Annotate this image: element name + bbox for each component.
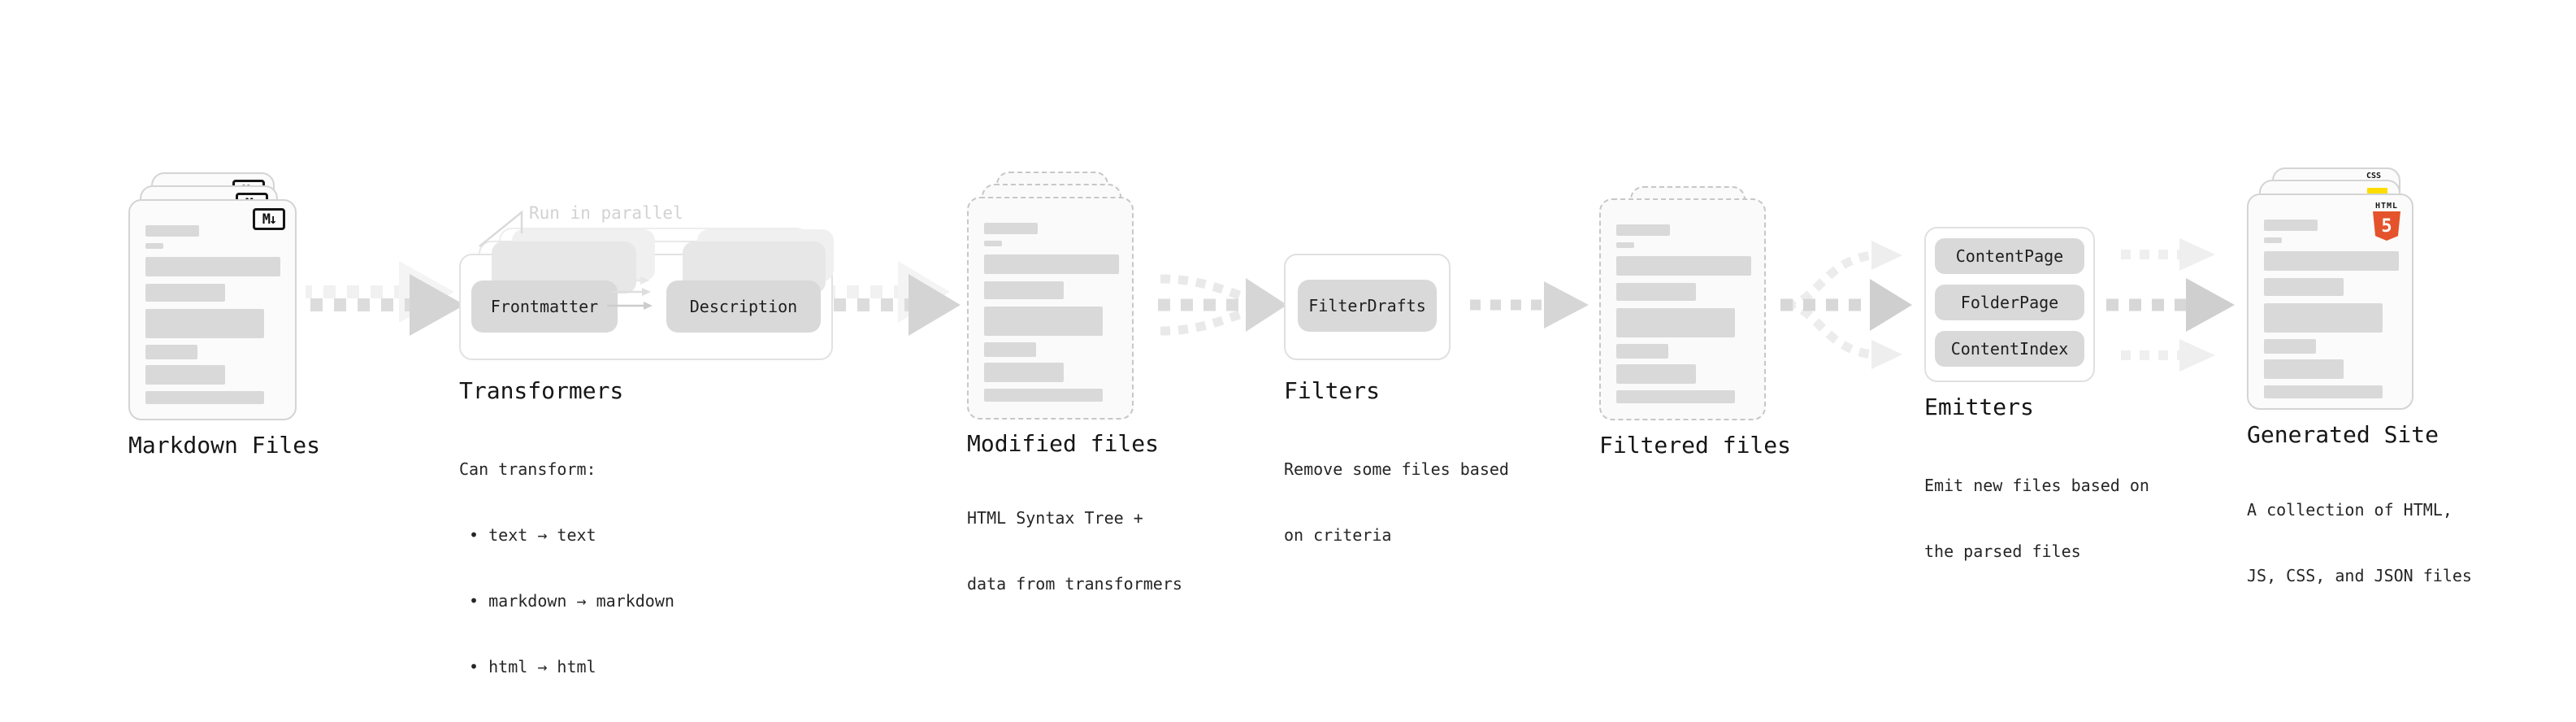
description-line: Remove some files based xyxy=(1284,459,1509,479)
description-line: Can transform: xyxy=(459,459,596,479)
stage-heading: Emitters xyxy=(1924,394,2034,420)
doc-line-bar xyxy=(984,389,1103,402)
file-card-front: M↓ xyxy=(128,199,297,420)
stage-description: Emit new files based on the parsed files xyxy=(1924,431,2149,607)
description-line: on criteria xyxy=(1284,525,1392,545)
doc-text-bars xyxy=(1616,224,1751,403)
description-line: data from transformers xyxy=(967,574,1182,594)
run-in-parallel-note: Run in parallel xyxy=(529,203,683,223)
doc-line-bar xyxy=(2264,339,2316,354)
doc-line-bar xyxy=(145,243,163,249)
description-line: the parsed files xyxy=(1924,542,2081,561)
doc-text-bars xyxy=(984,223,1119,402)
emitter-pill-folderpage: FolderPage xyxy=(1935,285,2084,320)
doc-line-bar xyxy=(145,391,264,404)
description-line: Emit new files based on xyxy=(1924,476,2149,495)
stage-heading: Transformers xyxy=(459,377,624,404)
description-line: JS, CSS, and JSON files xyxy=(2247,566,2472,585)
doc-line-bar xyxy=(984,241,1002,246)
stage-label: Generated Site xyxy=(2247,421,2439,448)
stage-description: A collection of HTML, JS, CSS, and JSON … xyxy=(2247,455,2472,631)
doc-line-bar xyxy=(2264,278,2344,296)
doc-line-bar xyxy=(1616,283,1696,301)
doc-line-bar xyxy=(984,363,1064,382)
description-line: A collection of HTML, xyxy=(2247,500,2452,520)
pipeline-diagram: M↓ M↓ M↓ Markdown Files Frontmatter D xyxy=(128,167,2472,676)
doc-line-bar xyxy=(1616,344,1668,359)
doc-line-bar xyxy=(2264,303,2383,333)
doc-line-bar xyxy=(1616,390,1735,403)
doc-line-bar xyxy=(2264,220,2318,231)
doc-line-bar xyxy=(984,307,1103,336)
doc-line-bar xyxy=(1616,224,1670,236)
doc-line-bar xyxy=(145,257,280,276)
description-line: HTML Syntax Tree + xyxy=(967,508,1143,528)
emitter-pill-contentindex: ContentIndex xyxy=(1935,331,2084,367)
flow-arrow-stacked-icon xyxy=(306,261,465,336)
doc-line-bar xyxy=(2264,237,2282,243)
doc-line-bar xyxy=(145,345,197,359)
filter-pill-filterdrafts: FilterDrafts xyxy=(1298,280,1437,332)
doc-line-bar xyxy=(145,365,225,385)
transformer-pill-description: Description xyxy=(666,281,821,333)
doc-line-bar xyxy=(145,309,264,338)
flow-arrow-fanin-icon xyxy=(2106,238,2235,372)
description-line: • html → html xyxy=(459,657,596,676)
doc-line-bar xyxy=(2264,385,2383,398)
css-icon-label: CSS xyxy=(2366,172,2382,180)
stage-label: Markdown Files xyxy=(128,432,321,459)
doc-text-bars xyxy=(145,225,280,404)
description-line: • text → text xyxy=(459,525,596,545)
file-card-front: HTML 5 xyxy=(2247,194,2413,410)
stage-label: Filtered files xyxy=(1599,432,1792,459)
flow-arrow-converge-icon xyxy=(1158,274,1287,336)
stage-label: Modified files xyxy=(967,430,1160,457)
emitter-pill-contentpage: ContentPage xyxy=(1935,238,2084,274)
doc-line-bar xyxy=(984,281,1064,299)
callout-line-icon xyxy=(479,210,523,247)
file-card-front xyxy=(1599,198,1766,420)
doc-line-bar xyxy=(145,284,225,302)
doc-line-bar xyxy=(984,223,1038,234)
doc-text-bars xyxy=(2264,220,2399,398)
html5-icon-label: HTML xyxy=(2374,202,2399,211)
doc-line-bar xyxy=(984,254,1119,274)
doc-line-bar xyxy=(2264,251,2399,271)
doc-line-bar xyxy=(2264,359,2344,379)
stage-description: HTML Syntax Tree + data from transformer… xyxy=(967,463,1182,639)
html5-number: 5 xyxy=(2381,215,2392,237)
stage-heading: Filters xyxy=(1284,377,1381,404)
html5-icon: HTML 5 xyxy=(2372,202,2401,241)
parallel-arrows-icon xyxy=(607,276,653,310)
doc-line-bar xyxy=(984,342,1036,357)
doc-line-bar xyxy=(1616,256,1751,276)
flow-arrow-icon xyxy=(1470,281,1589,328)
doc-line-bar xyxy=(145,225,199,237)
flow-arrow-fanout-icon xyxy=(1780,241,1912,369)
file-card-front xyxy=(967,197,1134,420)
doc-line-bar xyxy=(1616,364,1696,384)
doc-line-bar xyxy=(1616,242,1634,248)
description-line: • markdown → markdown xyxy=(459,591,674,611)
stage-description: Remove some files based on criteria xyxy=(1284,415,1509,590)
transformer-pill-frontmatter: Frontmatter xyxy=(471,281,618,333)
doc-line-bar xyxy=(1616,308,1735,337)
markdown-icon: M↓ xyxy=(253,208,285,230)
html5-shield: 5 xyxy=(2373,211,2400,241)
stage-description: Can transform: • text → text • markdown … xyxy=(459,415,674,722)
flow-arrow-stacked-icon xyxy=(830,261,961,336)
